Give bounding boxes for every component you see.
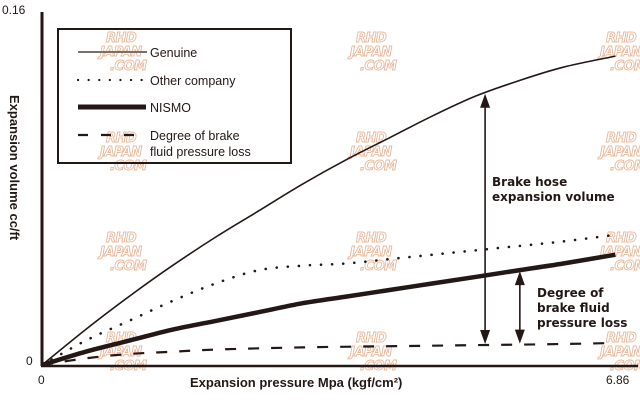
- annotation-pressure-loss-line2: brake fluid: [537, 301, 610, 315]
- watermark-text: RHD: [606, 31, 637, 46]
- arrow-head-down-icon: [480, 330, 491, 345]
- series-line-nismo: [41, 252, 616, 368]
- watermark-text: .COM: [360, 259, 397, 274]
- y-tick-zero: 0: [26, 354, 33, 368]
- watermark-text: .COM: [610, 259, 640, 274]
- watermark-text: JAPAN: [597, 145, 640, 160]
- watermark-text: .COM: [360, 159, 397, 174]
- x-tick-zero: 0: [38, 373, 45, 387]
- watermark-text: JAPAN: [97, 145, 142, 160]
- watermark-text: JAPAN: [597, 45, 640, 60]
- series-line-degree-of-brake-fluid-pressure-loss: [41, 341, 616, 367]
- watermark-text: RHD: [606, 331, 637, 346]
- legend-box: [57, 28, 292, 164]
- y-axis-label: Expansion volume cc/ft: [7, 95, 22, 241]
- annotation-brake-hose-line1: Brake hose: [492, 175, 567, 189]
- watermark-text: RHD: [356, 331, 387, 346]
- watermark-text: JAPAN: [347, 245, 392, 260]
- annotation-pressure-loss-line3: pressure loss: [537, 316, 627, 330]
- watermark-text: RHD: [356, 31, 387, 46]
- watermark-text: RHD: [606, 231, 637, 246]
- watermark-text: JAPAN: [347, 45, 392, 60]
- legend-label-nismo: NISMO: [150, 101, 191, 115]
- watermark-text: .COM: [110, 59, 147, 74]
- series-line-genuine: [41, 55, 616, 366]
- watermark-text: JAPAN: [347, 145, 392, 160]
- watermark-text: JAPAN: [347, 345, 392, 360]
- legend-label-genuine: Genuine: [150, 46, 197, 60]
- watermark-text: .COM: [610, 59, 640, 74]
- legend-label-other-company: Other company: [150, 74, 236, 88]
- watermark-text: RHD: [356, 131, 387, 146]
- arrow-head-up-icon: [480, 93, 491, 108]
- watermark-text: JAPAN: [97, 345, 142, 360]
- watermark-text: JAPAN: [97, 245, 142, 260]
- watermark-text: JAPAN: [597, 345, 640, 360]
- annotation-pressure-loss-line1: Degree of: [537, 286, 604, 300]
- watermark-text: .COM: [110, 259, 147, 274]
- legend-label-pressure-loss-line2: fluid pressure loss: [150, 145, 251, 159]
- arrow-head-down-icon: [514, 329, 525, 344]
- watermark-text: .COM: [610, 159, 640, 174]
- watermark-text: RHD: [356, 231, 387, 246]
- legend: Genuine Other company NISMO Degree of br…: [57, 28, 292, 164]
- y-tick-max: 0.16: [2, 3, 26, 17]
- x-tick-max: 6.86: [606, 373, 630, 387]
- legend-label-pressure-loss-line1: Degree of brake: [150, 129, 240, 143]
- watermark-text: RHD: [606, 131, 637, 146]
- annotations: Brake hose expansion volume Degree of br…: [480, 93, 627, 345]
- arrow-head-up-icon: [514, 271, 525, 286]
- watermark-text: RHD: [106, 31, 137, 46]
- series-layer: [40, 55, 617, 368]
- annotation-brake-hose-line2: expansion volume: [492, 190, 615, 204]
- watermark-text: RHD: [106, 231, 137, 246]
- watermark-text: .COM: [360, 59, 397, 74]
- x-axis-label: Expansion pressure Mpa (kgf/cm²): [190, 375, 402, 390]
